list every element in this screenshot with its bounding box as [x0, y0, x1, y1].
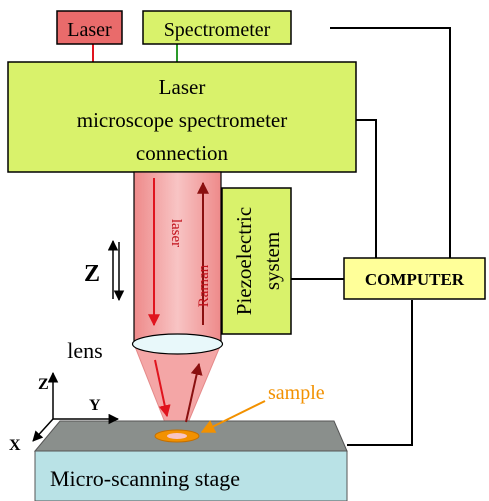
- stage-label: Micro-scanning stage: [50, 466, 240, 491]
- sample-pointer-arrow: [200, 400, 266, 433]
- cone-down-arrow: [154, 359, 171, 418]
- connection-label-line2: microscope spectrometer: [77, 108, 288, 132]
- computer-box: COMPUTER: [343, 257, 486, 300]
- piezo-label-line2: system: [260, 232, 284, 290]
- connection-label-line1: Laser: [159, 75, 206, 99]
- spectrometer-box: Spectrometer: [142, 10, 292, 45]
- raman-beam-label: Raman: [196, 264, 212, 307]
- beam-tube: [133, 171, 222, 345]
- computer-label: COMPUTER: [365, 270, 465, 289]
- computer-wires: [291, 27, 451, 446]
- laser-box-label: Laser: [67, 19, 112, 41]
- piezo-label-line1: Piezoelectric: [232, 207, 256, 315]
- spectrometer-box-label: Spectrometer: [164, 19, 271, 41]
- sample-label: sample: [268, 382, 325, 404]
- lens-shape: [131, 333, 224, 355]
- wire-connection-computer: [356, 119, 377, 258]
- axis-x-line: [32, 418, 54, 442]
- laser-box: Laser: [56, 10, 123, 45]
- axis-z-label: Z: [38, 376, 49, 393]
- wire-stage-computer: [347, 300, 413, 446]
- stage-front-face: [34, 450, 348, 501]
- lens-label: lens: [67, 338, 102, 363]
- coordinate-axes: Z Y X: [9, 371, 120, 454]
- laser-beam-label: laser: [168, 219, 184, 247]
- axis-y-label: Y: [89, 397, 101, 414]
- micro-scanning-stage: Micro-scanning stage: [33, 420, 348, 501]
- cone-up-arrow: [185, 362, 203, 423]
- sample-focus: [167, 433, 187, 439]
- connection-label-line3: connection: [136, 141, 229, 165]
- connection-box: Laser microscope spectrometer connection: [7, 61, 357, 173]
- piezo-box: Piezoelectric system: [221, 187, 292, 335]
- focus-cone: [133, 343, 222, 431]
- z-motion-label: Z: [84, 261, 100, 287]
- axis-x-label: X: [9, 437, 21, 454]
- wire-spectrometer-computer: [330, 27, 451, 258]
